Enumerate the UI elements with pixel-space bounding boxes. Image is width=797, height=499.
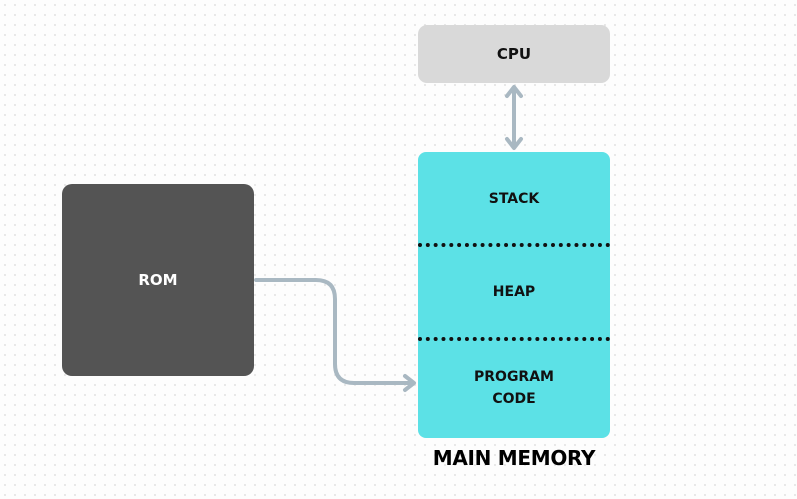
main-memory-title: MAIN MEMORY (432, 446, 596, 470)
stack-heap-divider (418, 243, 610, 247)
program-label-line2: CODE (492, 391, 536, 407)
heap-segment: HEAP (418, 245, 610, 338)
rom-label: ROM (138, 271, 178, 289)
heap-program-divider (418, 337, 610, 341)
stack-label: STACK (488, 190, 540, 207)
cpu-box: CPU (418, 25, 610, 83)
rom-box: ROM (62, 184, 254, 376)
cpu-arrowhead-up (505, 85, 523, 98)
cpu-label: CPU (496, 45, 532, 63)
program-label-line1: PROGRAM (474, 369, 554, 385)
program-code-segment: PROGRAM CODE (418, 338, 610, 438)
rom-arrowhead (403, 374, 416, 392)
memory-arrowhead-down (505, 137, 523, 150)
stack-segment: STACK (418, 152, 610, 245)
heap-label: HEAP (492, 283, 536, 300)
rom-memory-connector (254, 278, 415, 385)
main-memory-box: STACK HEAP PROGRAM CODE (418, 152, 610, 438)
